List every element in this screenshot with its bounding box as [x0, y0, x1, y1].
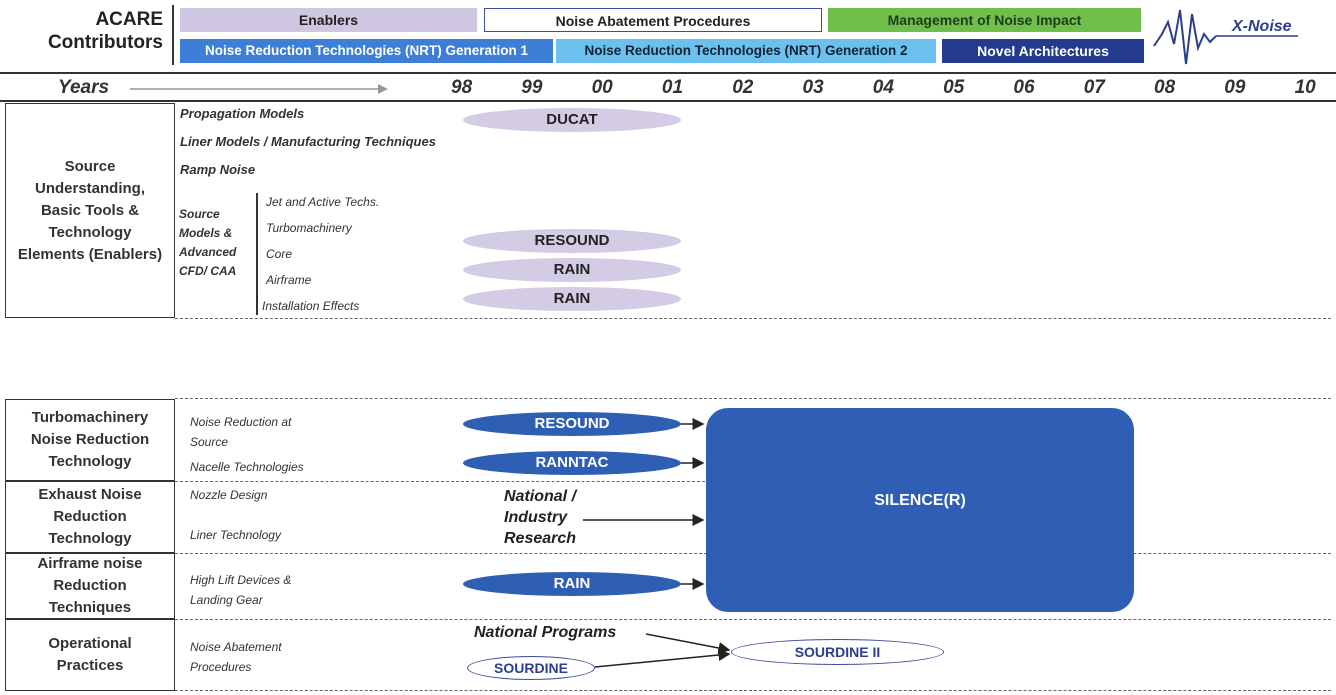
timeline-bottom-rule [0, 100, 1336, 102]
year-label: 05 [943, 77, 965, 98]
row-high-lift-devices: High Lift Devices & Landing Gear [190, 573, 292, 607]
row-airframe: Airframe [266, 273, 312, 287]
silence-box: SILENCE(R) [706, 408, 1134, 612]
row-jet-active: Jet and Active Techs. [266, 195, 380, 209]
timeline-top-rule [0, 72, 1336, 74]
exhaust-top-dash [175, 481, 705, 482]
nrt2-pill: Noise Reduction Technologies (NRT) Gener… [556, 39, 936, 63]
source-models-group-label: Source Models & Advanced CFD/ CAA [179, 207, 237, 278]
turbomachinery-label: Turbomachinery Noise Reduction Technolog… [5, 399, 175, 481]
exhaust-label: Exhaust Noise Reduction Technology [5, 481, 175, 553]
year-label: 07 [1083, 77, 1105, 98]
year-label: 00 [591, 77, 613, 98]
operational-label: Operational Practices [5, 619, 175, 691]
year-label: 03 [802, 77, 824, 98]
ranntac-ellipse: RANNTAC [463, 451, 681, 475]
source-bottom-dash [175, 318, 1331, 319]
source-understanding-label: Source Understanding, Basic Tools & Tech… [5, 103, 175, 318]
resound-ellipse: RESOUND [463, 412, 681, 436]
year-label: 04 [872, 77, 894, 98]
row-liner-models: Liner Models / Manufacturing Techniques [180, 134, 436, 149]
national-programs-note: National Programs [474, 624, 617, 641]
national-industry-research-note: National / Industry Research [504, 488, 577, 547]
noise-abatement-pill: Noise Abatement Procedures [484, 8, 822, 32]
arrow-sourdine-to-sourdine2 [594, 649, 731, 668]
rain-installation-ellipse: RAIN [463, 287, 681, 311]
year-label: 98 [451, 77, 473, 98]
acare-title: ACARE Contributors [5, 8, 163, 54]
years-label: Years [58, 77, 110, 98]
years-arrow [130, 84, 388, 94]
source-models-bracket [256, 193, 258, 315]
sourdine2-ellipse: SOURDINE II [731, 639, 944, 665]
row-nacelle-technologies: Nacelle Technologies [190, 460, 304, 474]
row-noise-reduction-at-source: Noise Reduction at Source [190, 415, 292, 449]
enablers-pill: Enablers [180, 8, 477, 32]
x-noise-wave-icon [1153, 9, 1217, 65]
ducat-ellipse: DUCAT [463, 108, 681, 132]
rain-airframe-ellipse: RAIN [463, 258, 681, 282]
row-turbomachinery: Turbomachinery [266, 221, 352, 235]
year-label: 99 [521, 77, 543, 98]
arrow-programs-to-sourdine2 [645, 633, 731, 654]
row-propagation-models: Propagation Models [180, 106, 305, 121]
operational-top-dash [175, 619, 1331, 620]
row-noise-abatement-procedures: Noise Abatement Procedures [190, 640, 282, 674]
contributors-label: Contributors [47, 32, 163, 53]
nrt1-pill: Noise Reduction Technologies (NRT) Gener… [180, 39, 553, 63]
sourdine-ellipse: SOURDINE [467, 656, 595, 680]
row-ramp-noise: Ramp Noise [180, 162, 256, 177]
resound-enabler-ellipse: RESOUND [463, 229, 681, 253]
year-label: 01 [661, 77, 684, 98]
x-noise-logo [1153, 9, 1298, 65]
year-label: 08 [1154, 77, 1176, 98]
row-installation-effects: Installation Effects [262, 299, 360, 313]
novel-architectures-pill: Novel Architectures [942, 39, 1144, 63]
airframe-label: Airframe noise Reduction Techniques [5, 553, 175, 619]
silence-label: SILENCE(R) [874, 492, 966, 509]
row-liner-technology: Liner Technology [190, 528, 281, 542]
year-label: 02 [732, 77, 754, 98]
row-nozzle-design: Nozzle Design [190, 488, 268, 502]
rain-ellipse: RAIN [463, 572, 681, 596]
year-label: 09 [1224, 77, 1246, 98]
x-noise-text: X-Noise [1232, 18, 1292, 35]
management-pill: Management of Noise Impact [828, 8, 1141, 32]
turbo-top-dash [175, 398, 1331, 399]
operational-bottom-dash [175, 690, 1331, 691]
year-label: 10 [1294, 77, 1316, 98]
header-divider [172, 5, 174, 65]
year-label: 06 [1013, 77, 1035, 98]
acare-label: ACARE [95, 9, 163, 30]
row-core: Core [266, 247, 293, 261]
